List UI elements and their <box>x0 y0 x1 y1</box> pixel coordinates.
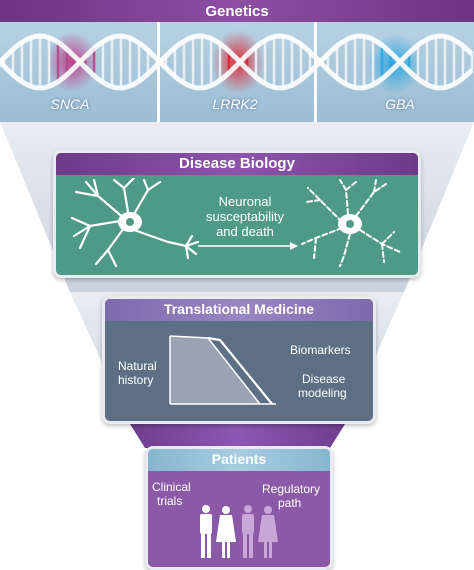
genetics-title: Genetics <box>205 3 269 20</box>
degenerating-neuron-icon <box>301 179 401 267</box>
neuronal-caption-line: and death <box>216 224 274 239</box>
dna-helix-icon <box>0 30 474 94</box>
gene-label-snca: SNCA <box>50 96 90 112</box>
genetics-header-bar <box>0 0 474 22</box>
translational-medicine-title: Translational Medicine <box>163 301 315 317</box>
neuronal-caption-line: Neuronal <box>218 194 272 209</box>
regulatory-path-label: path <box>278 496 302 510</box>
progression-arrow-icon <box>198 242 298 250</box>
disease-progression-curve-icon <box>169 335 276 405</box>
disease-biology-header-bar <box>56 153 418 175</box>
natural-history-label: history <box>118 373 154 387</box>
patients-header-bar <box>148 449 330 471</box>
gene-label-gba: GBA <box>385 96 415 112</box>
translational-medicine-header-bar <box>105 299 373 321</box>
healthy-neuron-icon <box>70 178 200 268</box>
clinical-trials-label: Clinical <box>152 480 191 494</box>
genetics-divider <box>157 22 160 122</box>
genetics-divider <box>314 22 317 122</box>
patients-title: Patients <box>211 451 267 467</box>
natural-history-label: Natural <box>118 359 157 373</box>
regulatory-path-label: Regulatory <box>262 482 321 496</box>
clinical-trials-label: trials <box>157 494 183 508</box>
biomarkers-label: Biomarkers <box>290 343 351 357</box>
neuronal-caption-line: susceptability <box>205 209 285 224</box>
patient-figures-icon <box>200 505 278 558</box>
disease-modeling-label: Disease <box>302 372 346 386</box>
disease-modeling-label: modeling <box>298 386 347 400</box>
disease-biology-title: Disease Biology <box>179 155 295 172</box>
gene-label-lrrk2: LRRK2 <box>212 96 258 112</box>
